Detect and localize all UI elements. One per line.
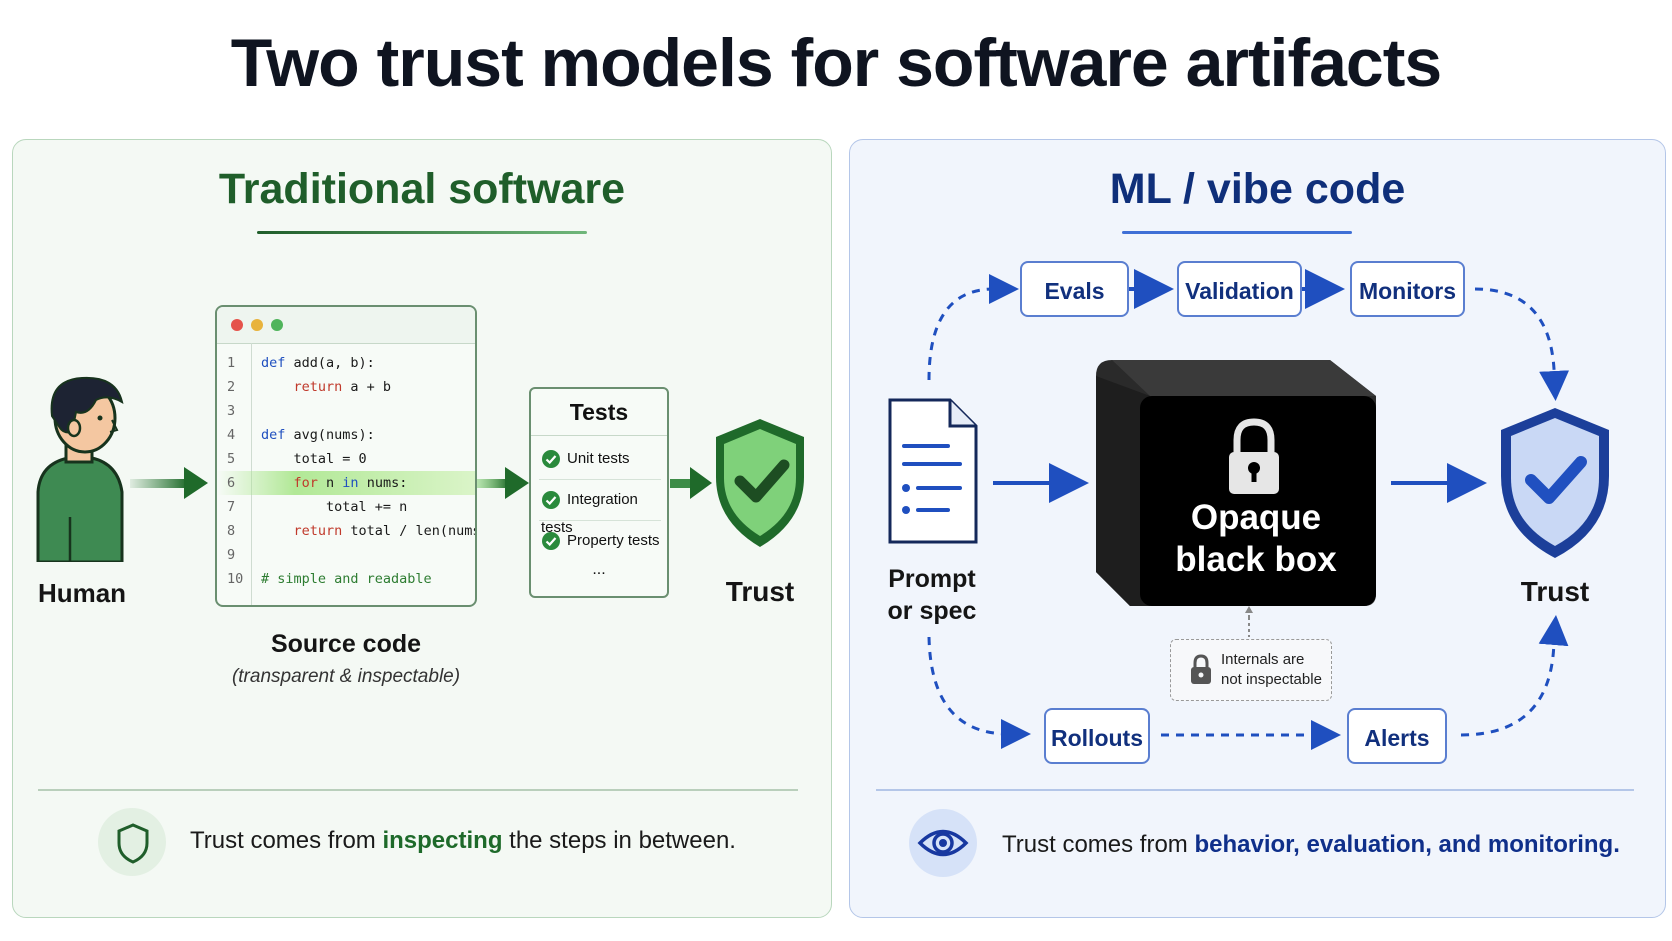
ml-title-underline [1122, 231, 1352, 234]
opaque-black-box-icon [1096, 360, 1376, 606]
arrow-code-to-tests [477, 467, 529, 499]
check-circle-icon [542, 450, 560, 469]
code-line: 10# simple and readable [227, 571, 432, 587]
source-code-sublabel: (transparent & inspectable) [231, 666, 461, 687]
left-footer-text: Trust comes from inspecting the steps in… [190, 827, 736, 854]
arrow-human-to-code [130, 467, 208, 499]
validation-box: Validation [1177, 261, 1302, 317]
code-line: 9 [227, 547, 236, 563]
shield-badge [98, 808, 166, 876]
evals-box: Evals [1020, 261, 1129, 317]
traditional-title-underline [257, 231, 587, 234]
traditional-title: Traditional software [218, 165, 626, 213]
source-code-label: Source code [270, 630, 422, 658]
code-line: 5 total = 0 [227, 451, 367, 467]
code-line: 3 [227, 403, 236, 419]
alerts-box: Alerts [1347, 708, 1447, 764]
maximize-dot-icon [271, 319, 283, 331]
ml-title: ML / vibe code [1109, 165, 1406, 213]
human-icon [36, 376, 124, 562]
document-icon [888, 398, 978, 544]
test-item: Integration tests [541, 491, 638, 536]
eye-icon [917, 829, 969, 857]
code-line-highlighted: 6 for n in nums: [217, 471, 475, 495]
code-line: 7 total += n [227, 499, 408, 515]
tests-more: ... [592, 561, 606, 578]
tests-box: Tests Unit tests Integration tests Prope… [529, 387, 669, 598]
rollouts-box: Rollouts [1044, 708, 1150, 764]
test-item: Unit tests [541, 445, 630, 473]
right-footer-text: Trust comes from behavior, evaluation, a… [1002, 831, 1620, 858]
left-trust-label: Trust [725, 576, 795, 607]
close-dot-icon [231, 319, 243, 331]
blue-shield-icon [1501, 408, 1609, 558]
green-shield-icon [716, 419, 804, 547]
human-label: Human [37, 578, 127, 608]
arrow-tests-to-trust [670, 467, 712, 499]
shield-outline-icon [117, 823, 149, 864]
page-title: Two trust models for software artifacts [230, 25, 1442, 101]
check-circle-icon [542, 532, 560, 551]
monitors-box: Monitors [1350, 261, 1465, 317]
code-line: 8 return total / len(nums) [227, 523, 477, 539]
minimize-dot-icon [251, 319, 263, 331]
ml-flow-connectors [927, 269, 1570, 750]
check-circle-icon [542, 491, 560, 510]
lock-icon [1191, 654, 1211, 684]
tests-title: Tests [531, 389, 667, 436]
code-window-titlebar [217, 307, 475, 344]
test-item: Property tests [541, 527, 660, 555]
code-line: 2 return a + b [227, 379, 392, 395]
right-trust-label: Trust [1520, 576, 1590, 607]
